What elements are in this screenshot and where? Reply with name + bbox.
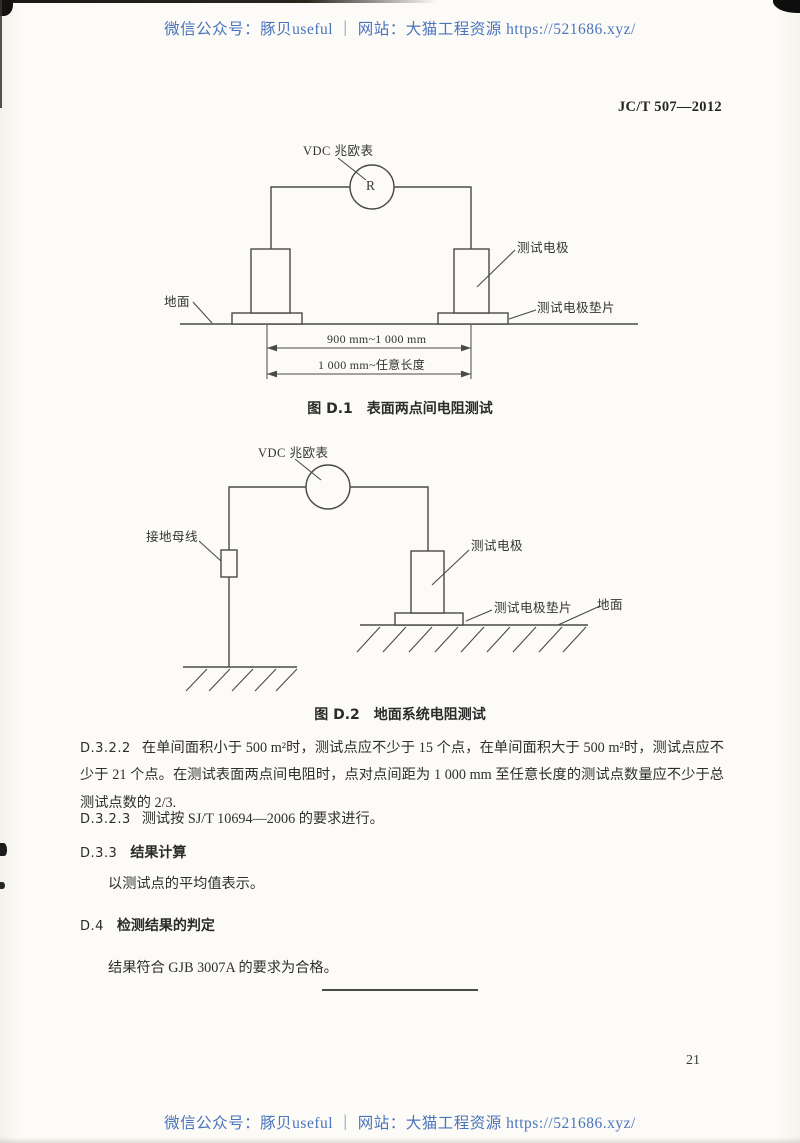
fig1-dimension-1000-any: 1 000 mm~任意长度 [318,358,426,372]
clause-d323-number: D.3.2.3 [80,812,131,827]
fig1-test-electrode-label: 测试电极 [517,241,570,255]
scan-artifact-top-edge [0,0,438,3]
fig1-megohmmeter-label: VDC 兆欧表 [303,144,374,158]
scan-artifact-top-left-corner [0,0,13,16]
fig2-ground-busbar-label: 接地母线 [146,530,199,544]
scan-artifact-top-right-corner [773,0,800,13]
fig1-electrode-pad-label: 测试电极垫片 [537,301,616,315]
fig1-resistance-symbol: R [366,178,376,193]
clause-d323-text: 测试按 SJ/T 10694—2006 的要求进行。 [141,811,384,827]
scan-artifact-bottom-edge [0,1137,800,1143]
clause-d322-number: D.3.2.2 [80,741,131,756]
heading-d33-number: D.3.3 [80,846,118,861]
clause-d33-body: 以测试点的平均值表示。 [108,876,265,892]
fig1-dimension-900-1000: 900 mm~1 000 mm [327,332,427,346]
fig2-ground-label: 地面 [597,598,624,612]
clause-d4-body: 结果符合 GJB 3007A 的要求为合格。 [108,960,338,976]
fig2-caption: 图 D.2 地面系统电阻测试 [314,707,486,723]
heading-d4: D.4 检测结果的判定 [80,915,215,935]
scan-artifact-left-edge [0,0,2,108]
heading-d33-title: 结果计算 [130,845,187,861]
doc-number: JC/T 507—2012 [618,99,722,115]
scan-artifact-left-mark-2 [0,882,5,889]
scan-artifact-left-mark-1 [0,843,7,856]
page-number: 21 [686,1053,700,1068]
clause-d322-text: 在单间面积小于 500 m²时，测试点应不少于 15 个点，在单间面积大于 50… [80,740,724,811]
figure-d2-diagram [183,458,601,692]
heading-d4-number: D.4 [80,919,104,934]
fig1-ground-label: 地面 [164,295,191,309]
watermark-bottom: 微信公众号：豚贝useful ｜ 网站：大猫工程资源 https://52168… [164,1115,636,1132]
fig2-electrode-pad-label: 测试电极垫片 [494,601,573,615]
fig1-caption: 图 D.1 表面两点间电阻测试 [307,401,493,417]
fig2-test-electrode-label: 测试电极 [471,539,524,553]
heading-d33: D.3.3 结果计算 [80,842,186,862]
watermark-top: 微信公众号：豚贝useful ｜ 网站：大猫工程资源 https://52168… [164,21,636,38]
heading-d4-title: 检测结果的判定 [116,918,215,934]
clause-d323: D.3.2.3 测试按 SJ/T 10694—2006 的要求进行。 [80,806,384,833]
fig2-megohmmeter-label: VDC 兆欧表 [258,446,329,460]
document-end-rule [322,989,478,991]
figure-d1-diagram [180,157,638,379]
